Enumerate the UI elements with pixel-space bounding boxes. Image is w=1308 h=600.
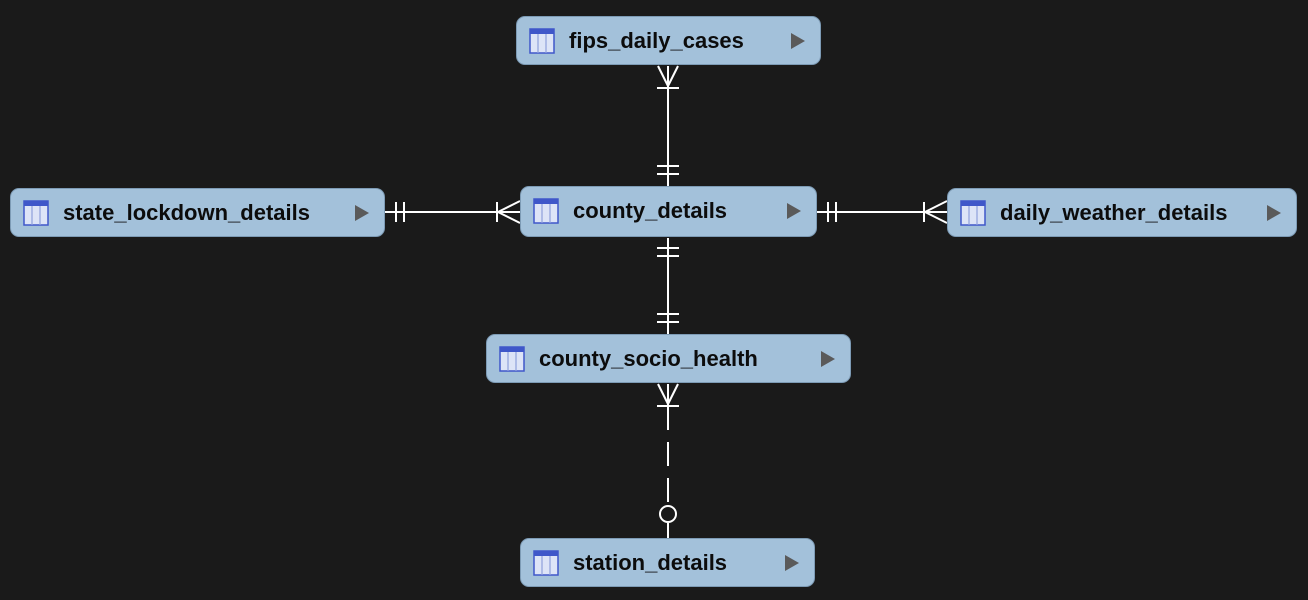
relationship-state-county — [385, 200, 521, 224]
expand-arrow-icon[interactable] — [354, 204, 370, 222]
relationship-county-socio — [657, 238, 679, 334]
relationship-fips-county — [657, 65, 679, 186]
expand-arrow-icon[interactable] — [1266, 204, 1282, 222]
entity-name: county_socio_health — [539, 346, 758, 371]
entity-name: state_lockdown_details — [63, 200, 310, 225]
table-icon — [533, 550, 559, 576]
entity-name: daily_weather_details — [1000, 200, 1228, 225]
entity-county-details[interactable]: county_details — [520, 186, 817, 237]
relationship-county-weather — [817, 200, 948, 224]
expand-arrow-icon[interactable] — [786, 202, 802, 220]
table-icon — [23, 200, 49, 226]
entity-fips-daily-cases[interactable]: fips_daily_cases — [516, 16, 821, 65]
table-icon — [499, 346, 525, 372]
entity-daily-weather-details[interactable]: daily_weather_details — [947, 188, 1297, 237]
relationship-socio-station — [657, 383, 679, 538]
entity-name: fips_daily_cases — [569, 28, 744, 53]
expand-arrow-icon[interactable] — [784, 554, 800, 572]
entity-county-socio-health[interactable]: county_socio_health — [486, 334, 851, 383]
entity-state-lockdown-details[interactable]: state_lockdown_details — [10, 188, 385, 237]
entity-name: county_details — [573, 198, 728, 223]
table-icon — [533, 198, 559, 224]
table-icon — [529, 28, 555, 54]
expand-arrow-icon[interactable] — [820, 350, 836, 368]
entity-name: station_details — [573, 550, 728, 575]
expand-arrow-icon[interactable] — [790, 32, 806, 50]
table-icon — [960, 200, 986, 226]
entity-station-details[interactable]: station_details — [520, 538, 815, 587]
